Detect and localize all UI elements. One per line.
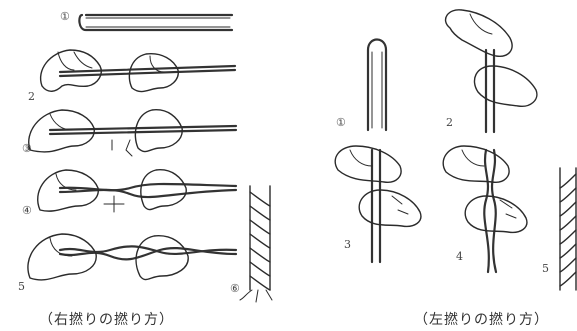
left-twist-panel: ① 2 3 4 (335, 10, 576, 290)
left-step-2-number: 2 (446, 116, 453, 129)
right-twist-panel: ① 2 ③ ④ (18, 10, 272, 302)
left-step-5-number: 5 (542, 262, 549, 275)
left-step-3-figure: 3 (335, 146, 421, 262)
right-step-5-figure: 5 (18, 234, 236, 293)
right-step-5-number: 5 (18, 280, 25, 293)
left-step-1-number: ① (336, 116, 346, 129)
right-step-1-number: ① (60, 10, 70, 23)
right-step-4-number: ④ (22, 204, 32, 217)
left-step-4-number: 4 (456, 250, 463, 263)
right-step-3-figure: ③ (22, 110, 236, 156)
left-step-1-figure: ① (336, 40, 386, 131)
left-step-5-figure: 5 (542, 168, 576, 290)
right-step-2-figure: 2 (28, 50, 235, 103)
right-step-3-number: ③ (22, 142, 32, 155)
left-step-3-number: 3 (344, 238, 351, 251)
left-step-4-figure: 4 (443, 146, 527, 272)
left-step-2-figure: 2 (446, 10, 537, 132)
left-twist-caption: （左撚りの撚り方） (414, 309, 549, 329)
right-step-6-figure: ⑥ (230, 186, 272, 302)
right-twist-caption: （右撚りの撚り方） (39, 309, 174, 329)
right-step-2-number: 2 (28, 90, 35, 103)
right-step-6-number: ⑥ (230, 282, 240, 295)
right-step-1-figure: ① (60, 10, 232, 30)
right-step-4-figure: ④ (22, 170, 236, 217)
